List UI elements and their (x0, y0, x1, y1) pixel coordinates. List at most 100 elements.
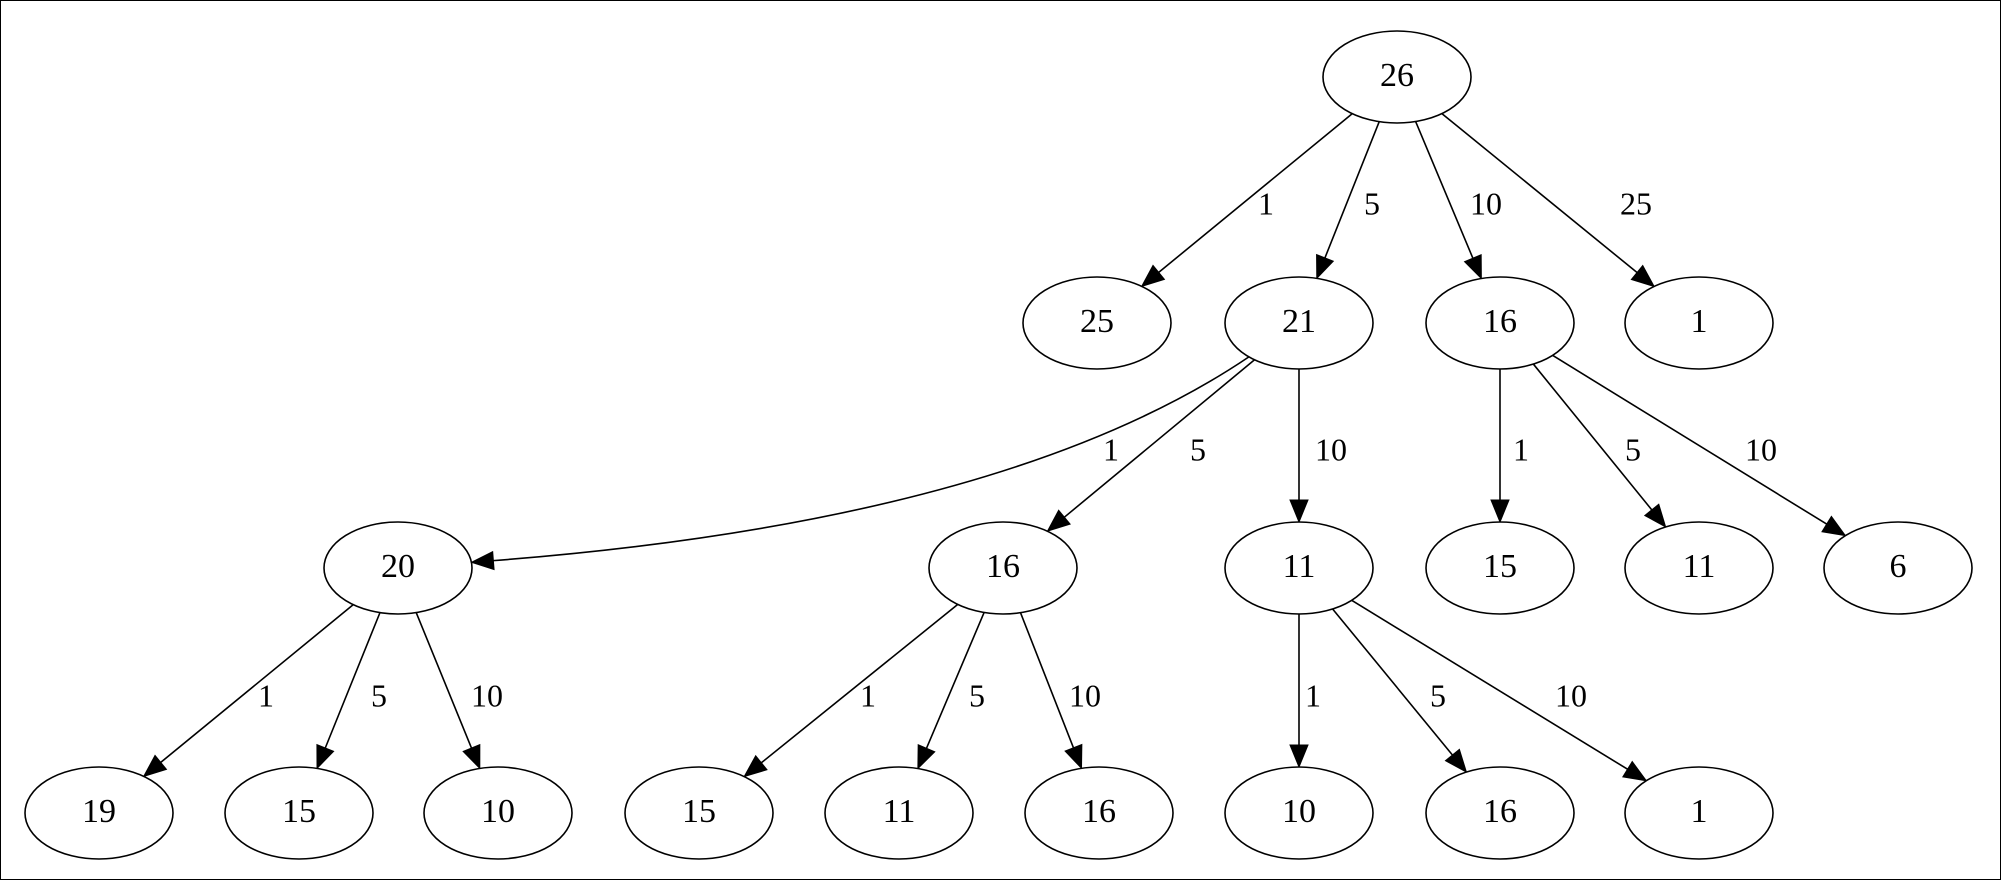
node-label: 16 (1483, 793, 1517, 830)
arrowhead (316, 743, 335, 770)
arrowhead (1289, 499, 1309, 524)
node-label: 15 (1483, 548, 1517, 585)
arrowhead (470, 550, 495, 571)
edge-line (760, 603, 959, 764)
edge-n0-n1: 1 (1140, 113, 1353, 288)
node-ellipse (624, 766, 774, 860)
edge-n0-n2: 5 (1316, 121, 1380, 280)
node-n11: 19 (24, 766, 174, 860)
node-label: 1 (1691, 793, 1708, 830)
node-label: 16 (986, 548, 1020, 585)
node-ellipse (1024, 766, 1174, 860)
edge-n6-n14: 1 (743, 603, 959, 778)
edge-label: 1 (1103, 431, 1119, 467)
node-label: 10 (1282, 793, 1316, 830)
edge-n5-n12: 5 (316, 612, 387, 770)
edge-n7-n19: 10 (1351, 599, 1648, 782)
node-ellipse (1624, 766, 1774, 860)
edge-label: 1 (860, 677, 876, 713)
edge-label: 10 (1470, 185, 1502, 221)
node-ellipse (1624, 521, 1774, 615)
edge-label: 10 (1069, 677, 1101, 713)
arrowhead (1140, 264, 1166, 288)
edge-line (1414, 121, 1474, 259)
arrowhead (1046, 509, 1071, 533)
node-ellipse (1224, 276, 1374, 370)
arrowhead (462, 743, 481, 770)
node-n17: 10 (1224, 766, 1374, 860)
node-ellipse (1425, 521, 1575, 615)
edge-label: 5 (1190, 431, 1206, 467)
edge-line (160, 604, 354, 764)
edge-line (1063, 359, 1256, 518)
edge-label: 5 (1430, 677, 1446, 713)
arrowhead (1630, 264, 1656, 288)
edge-line (925, 612, 985, 749)
arrowhead (1821, 515, 1847, 537)
edge-label: 1 (1513, 431, 1529, 467)
node-n9: 11 (1624, 521, 1774, 615)
edge-n2-n5: 1 (470, 356, 1250, 571)
node-n10: 6 (1823, 521, 1973, 615)
edge-label: 5 (969, 677, 985, 713)
edge-line (324, 612, 381, 749)
edge-label: 5 (1364, 185, 1380, 221)
arrowhead (1622, 760, 1648, 782)
node-label: 25 (1080, 303, 1114, 340)
node-n19: 1 (1624, 766, 1774, 860)
edge-label: 25 (1620, 185, 1652, 221)
edge-line (1332, 608, 1454, 756)
node-label: 11 (1683, 548, 1716, 585)
edge-label: 1 (1258, 185, 1274, 221)
node-label: 6 (1890, 548, 1907, 585)
edge-label: 10 (471, 677, 503, 713)
node-n12: 15 (224, 766, 374, 860)
edge-n3-n8: 1 (1490, 369, 1529, 524)
node-n16: 16 (1024, 766, 1174, 860)
node-n3: 16 (1425, 276, 1575, 370)
edge-line (1441, 112, 1638, 274)
node-label: 11 (1283, 548, 1316, 585)
node-ellipse (928, 521, 1078, 615)
node-label: 15 (282, 793, 316, 830)
node-n1: 25 (1022, 276, 1172, 370)
edge-label: 1 (258, 677, 274, 713)
arrowhead (917, 744, 936, 770)
node-label: 20 (381, 548, 415, 585)
arrowhead (1490, 499, 1510, 524)
node-n13: 10 (423, 766, 573, 860)
node-label: 26 (1380, 57, 1414, 94)
edge-label: 10 (1555, 677, 1587, 713)
edge-n2-n6: 5 (1046, 359, 1256, 533)
node-ellipse (1425, 276, 1575, 370)
node-label: 1 (1691, 303, 1708, 340)
edge-label: 1 (1305, 677, 1321, 713)
node-n0: 26 (1322, 30, 1472, 124)
node-label: 19 (82, 793, 116, 830)
node-ellipse (1624, 276, 1774, 370)
node-label: 16 (1483, 303, 1517, 340)
edge-n3-n10: 10 (1552, 354, 1847, 537)
node-label: 15 (682, 793, 716, 830)
arrowhead (1643, 503, 1667, 528)
node-ellipse (24, 766, 174, 860)
node-n15: 11 (824, 766, 974, 860)
arrowhead (1064, 743, 1083, 770)
node-n6: 16 (928, 521, 1078, 615)
node-ellipse (1322, 30, 1472, 124)
node-label: 10 (481, 793, 515, 830)
edge-n6-n16: 10 (1019, 612, 1101, 770)
node-ellipse (1022, 276, 1172, 370)
node-ellipse (423, 766, 573, 860)
edge-line (1158, 113, 1353, 274)
node-label: 16 (1082, 793, 1116, 830)
edge-label: 5 (371, 677, 387, 713)
edge-line (1552, 354, 1828, 525)
edge-n7-n18: 5 (1332, 608, 1468, 774)
node-label: 11 (883, 793, 916, 830)
edge-label: 5 (1625, 431, 1641, 467)
edge-n6-n15: 5 (917, 612, 985, 770)
